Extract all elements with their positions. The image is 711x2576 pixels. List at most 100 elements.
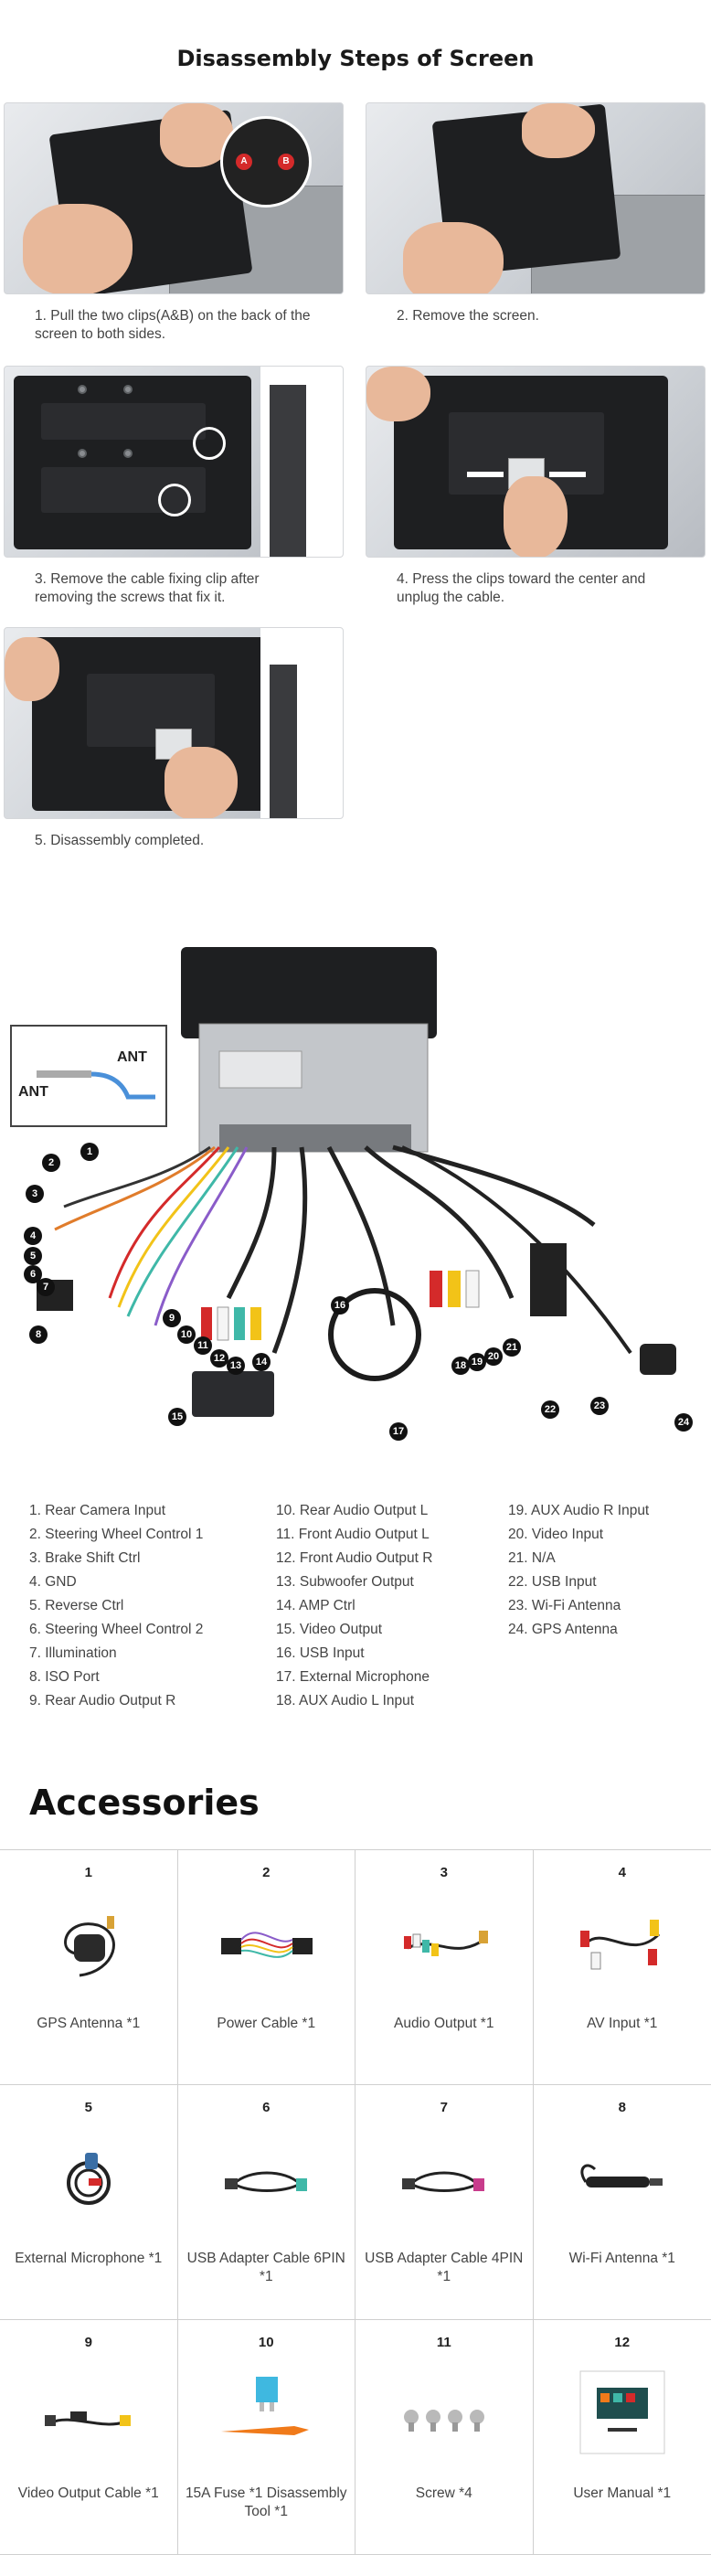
legend-item: 16. USB Input: [276, 1645, 365, 1661]
badge-9: 9: [163, 1309, 181, 1327]
accessory-label: 15A Fuse *1 Disassembly Tool *1: [185, 2486, 347, 2519]
badge-24: 24: [674, 1413, 693, 1432]
legend-item: 20. Video Input: [508, 1527, 603, 1542]
step-5-caption: 5. Disassembly completed.: [35, 833, 205, 848]
badge-6: 6: [24, 1265, 42, 1283]
badge-19: 19: [468, 1353, 486, 1371]
legend-column-3: 19. AUX Audio R Input 20. Video Input 21…: [508, 1499, 649, 1642]
accessory-item: 4 AV Input *1: [534, 1850, 711, 2084]
accessory-label: External Microphone *1: [15, 2251, 163, 2266]
step-5-photo: [4, 627, 344, 819]
gps-antenna-icon: [64, 1916, 115, 1977]
badge-7: 7: [37, 1278, 55, 1296]
accessory-item: 11 Screw *4: [356, 2320, 534, 2554]
badge-11: 11: [194, 1336, 212, 1355]
clip-b-mark: B: [278, 154, 294, 170]
badge-15: 15: [168, 1408, 186, 1426]
wifi-antenna-icon: [579, 2164, 663, 2187]
legend-item: 8. ISO Port: [29, 1669, 100, 1685]
step-2-caption: 2. Remove the screen.: [397, 308, 539, 324]
step-2: 2. Remove the screen.: [366, 102, 706, 325]
accessories-title: Accessories: [29, 1783, 260, 1823]
accessory-number: 12: [614, 2335, 631, 2350]
ant-label-left: ANT: [18, 1084, 48, 1100]
accessory-number: 8: [618, 2100, 626, 2115]
badge-3: 3: [26, 1185, 44, 1203]
step-2-photo: [366, 102, 706, 294]
badge-8: 8: [29, 1325, 48, 1344]
step-3-photo: [4, 366, 344, 558]
legend-item: 9. Rear Audio Output R: [29, 1693, 176, 1708]
badge-10: 10: [177, 1325, 196, 1344]
accessory-label: GPS Antenna *1: [37, 2016, 141, 2031]
accessory-label: Video Output Cable *1: [17, 2486, 159, 2501]
accessory-item: 6 USB Adapter Cable 6PIN *1: [178, 2085, 356, 2319]
fuse-tool-icon: [220, 2377, 309, 2435]
step-4-caption: 4. Press the clips toward the center and…: [397, 571, 646, 605]
manual-icon: [579, 2370, 664, 2454]
accessory-item: 2 Power Cable *1: [178, 1850, 356, 2084]
legend-item: 7. Illumination: [29, 1645, 117, 1661]
legend-column-1: 1. Rear Camera Input 2. Steering Wheel C…: [29, 1499, 203, 1713]
wiring-diagram: ANT ANT 1 2 3 4 5 6 7 8 9 10 11 12 13 14…: [0, 914, 711, 1453]
legend-item: 15. Video Output: [276, 1622, 383, 1637]
accessory-item: 9 Video Output Cable *1: [0, 2320, 178, 2554]
video-cable-icon: [45, 2411, 131, 2426]
legend-item: 11. Front Audio Output L: [276, 1527, 430, 1542]
accessory-label: Wi-Fi Antenna *1: [568, 2251, 675, 2266]
badge-5: 5: [24, 1247, 42, 1265]
step-3-caption: 3. Remove the cable fixing clip after re…: [35, 571, 260, 605]
clip-highlight: [158, 484, 191, 516]
badge-4: 4: [24, 1227, 42, 1245]
accessory-label: Audio Output *1: [394, 2016, 494, 2031]
legend-item: 17. External Microphone: [276, 1669, 430, 1685]
accessory-label: USB Adapter Cable 4PIN *1: [365, 2251, 524, 2284]
accessories-row-1: 1 GPS Antenna *1 2 Power Cable *1 3: [0, 1850, 711, 2085]
accessory-label: AV Input *1: [587, 2016, 658, 2031]
accessory-number: 5: [84, 2100, 92, 2115]
accessory-label: Screw *4: [415, 2486, 472, 2501]
accessory-number: 6: [262, 2100, 271, 2115]
legend-item: 19. AUX Audio R Input: [508, 1503, 650, 1518]
badge-16: 16: [331, 1296, 349, 1315]
accessory-label: USB Adapter Cable 6PIN *1: [186, 2251, 345, 2284]
step-1-caption: 1. Pull the two clips(A&B) on the back o…: [35, 308, 311, 342]
badge-18: 18: [451, 1357, 470, 1375]
microphone-icon: [67, 2153, 111, 2205]
badge-14: 14: [252, 1353, 271, 1371]
legend-column-2: 10. Rear Audio Output L 11. Front Audio …: [276, 1499, 432, 1713]
screw-icon: [404, 2410, 484, 2432]
accessories-row-3: 9 Video Output Cable *1 10 15A Fuse *1 D…: [0, 2320, 711, 2555]
accessory-number: 2: [262, 1865, 271, 1880]
usb-cable-icon: [224, 2171, 307, 2192]
accessory-number: 3: [440, 1865, 448, 1880]
accessories-row-2: 5 External Microphone *1 6 USB Adapter C…: [0, 2085, 711, 2320]
accessory-number: 1: [84, 1865, 92, 1880]
accessory-item: 10 15A Fuse *1 Disassembly Tool *1: [178, 2320, 356, 2554]
accessory-number: 10: [258, 2335, 274, 2350]
legend-item: 3. Brake Shift Ctrl: [29, 1550, 141, 1566]
legend-item: 21. N/A: [508, 1550, 556, 1566]
legend-item: 18. AUX Audio L Input: [276, 1693, 415, 1708]
badge-21: 21: [503, 1338, 521, 1357]
badge-1: 1: [80, 1143, 99, 1161]
legend-item: 1. Rear Camera Input: [29, 1503, 166, 1518]
accessory-label: User Manual *1: [573, 2486, 672, 2501]
step-1-photo: A B: [4, 102, 344, 294]
zoom-circle: A B: [220, 116, 312, 208]
page-title: Disassembly Steps of Screen: [176, 46, 535, 71]
badge-22: 22: [541, 1400, 559, 1419]
wiring-illustration: [10, 947, 676, 1417]
accessory-number: 9: [84, 2335, 92, 2350]
legend-item: 2. Steering Wheel Control 1: [29, 1527, 204, 1542]
av-input-cable-icon: [579, 1920, 660, 1970]
legend-item: 12. Front Audio Output R: [276, 1550, 433, 1566]
badge-17: 17: [389, 1422, 408, 1441]
legend-item: 10. Rear Audio Output L: [276, 1503, 429, 1518]
badge-2: 2: [42, 1154, 60, 1172]
legend-item: 14. AMP Ctrl: [276, 1598, 356, 1613]
badge-20: 20: [484, 1347, 503, 1366]
accessory-item: 3 Audio Output *1: [356, 1850, 534, 2084]
clip-a-mark: A: [236, 154, 252, 170]
legend-item: 4. GND: [29, 1574, 77, 1590]
